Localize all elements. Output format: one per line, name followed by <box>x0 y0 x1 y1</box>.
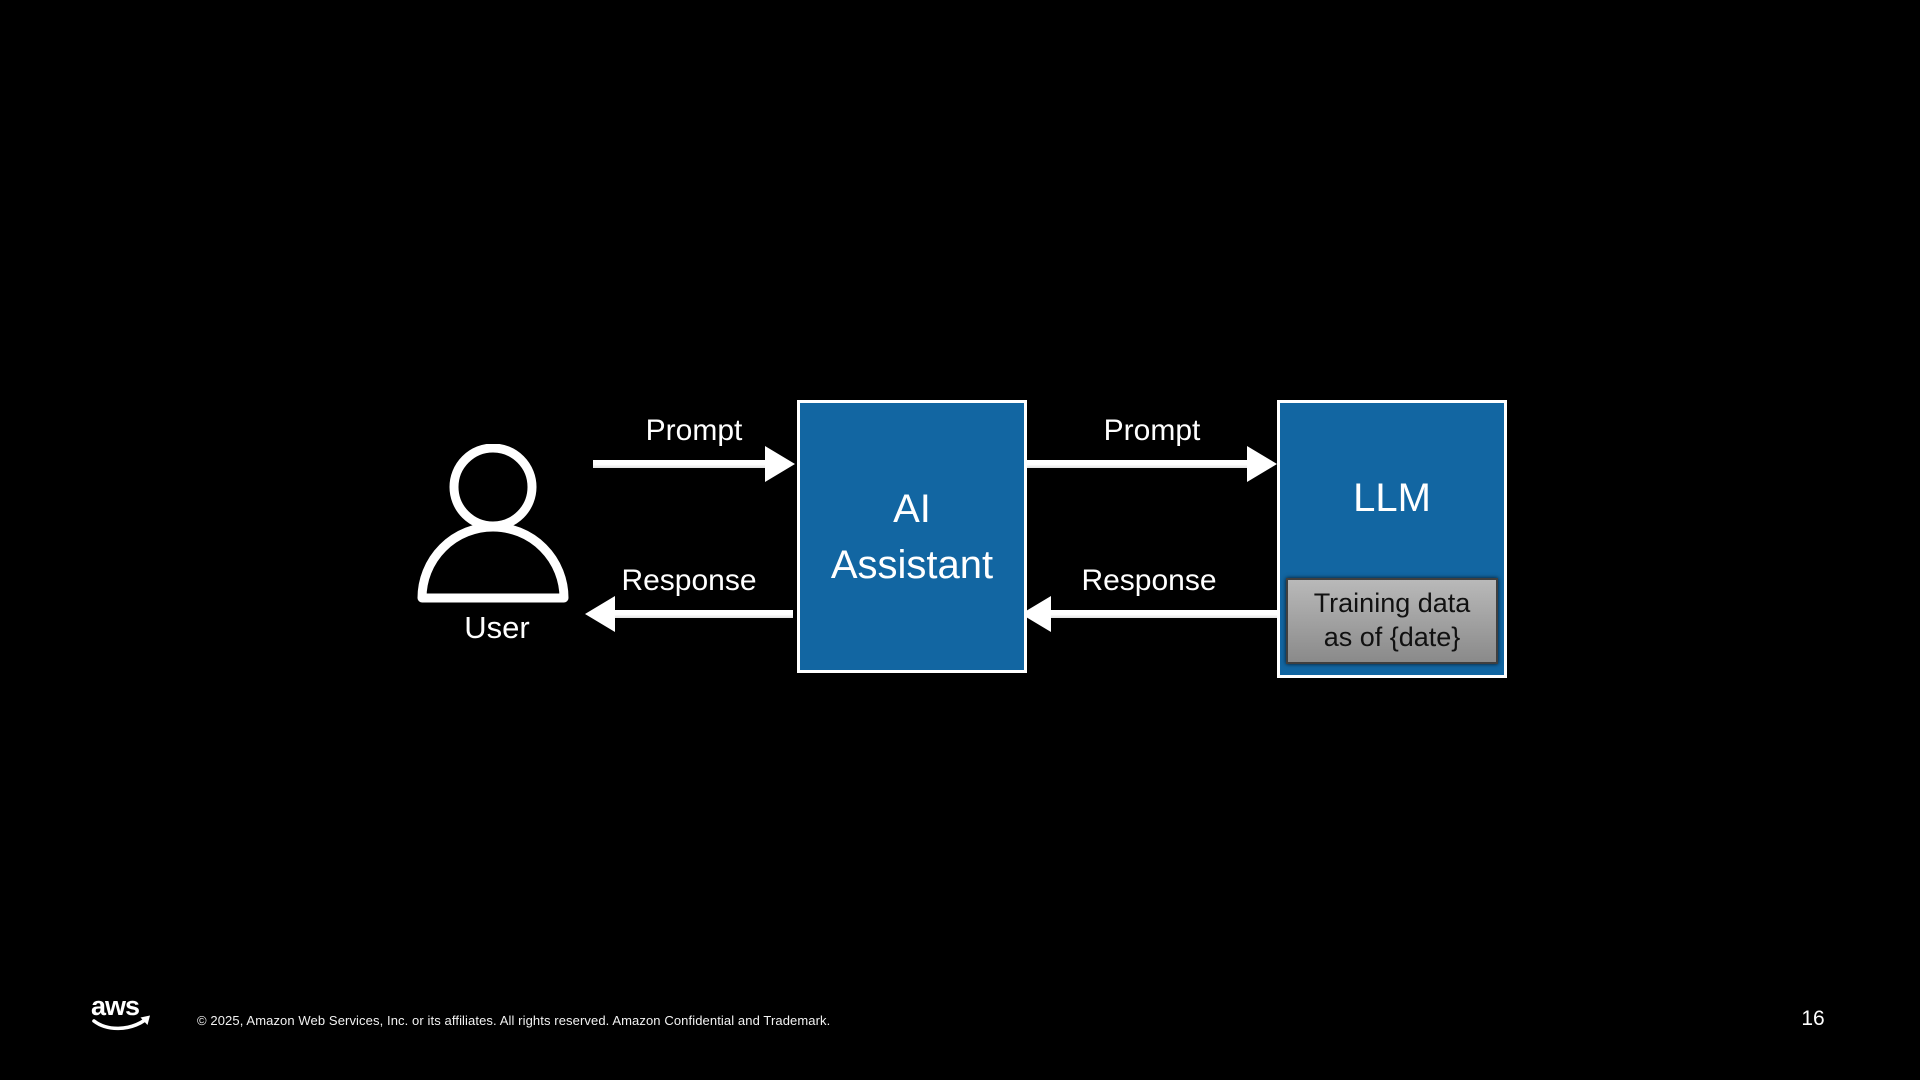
user-figure: User <box>416 444 578 643</box>
arrow-head <box>585 596 615 632</box>
arrow-right-icon <box>1027 446 1277 482</box>
ai-assistant-label: AI Assistant <box>830 486 994 587</box>
arrow-shaft <box>1027 460 1250 468</box>
response-label: Response <box>1081 564 1217 597</box>
arrow-left-icon <box>1021 596 1277 632</box>
flow-response-llm-to-ai: Response <box>1021 566 1277 632</box>
ai-assistant-box: AI Assistant <box>797 400 1027 673</box>
training-data-box: Training data as of {date} <box>1286 578 1498 664</box>
user-label: User <box>464 610 530 645</box>
flow-prompt-ai-to-llm: Prompt <box>1027 416 1277 482</box>
arrow-shaft <box>593 460 768 468</box>
arrow-shaft <box>612 610 793 618</box>
llm-label: LLM <box>1353 476 1431 520</box>
response-label: Response <box>621 564 757 597</box>
arrow-right-icon <box>593 446 795 482</box>
page-number: 16 <box>1801 1007 1825 1030</box>
prompt-label: Prompt <box>645 414 743 447</box>
arrow-left-icon <box>585 596 793 632</box>
prompt-label: Prompt <box>1103 414 1201 447</box>
arrow-head <box>765 446 795 482</box>
copyright-text: © 2025, Amazon Web Services, Inc. or its… <box>197 1013 831 1028</box>
training-data-line2: as of {date} <box>1323 622 1461 652</box>
aws-logo: aws <box>91 992 150 1031</box>
aws-logo-text: aws <box>91 992 139 1021</box>
person-icon <box>417 444 569 603</box>
flow-prompt-user-to-ai: Prompt <box>593 416 795 482</box>
training-data-line1: Training data <box>1313 588 1471 619</box>
arrow-shaft <box>1048 610 1277 618</box>
flow-response-ai-to-user: Response <box>585 566 793 632</box>
llm-box: LLM Training data as of {date} <box>1277 400 1507 678</box>
arrow-head <box>1247 446 1277 482</box>
